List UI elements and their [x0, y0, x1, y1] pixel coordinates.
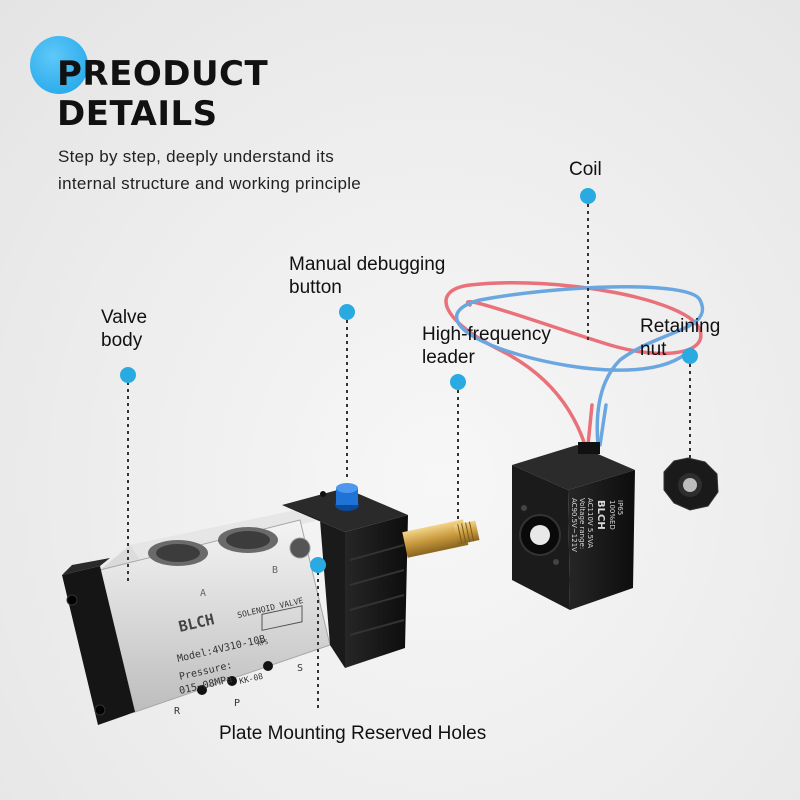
- coil-line2: Voltage range:: [578, 498, 586, 549]
- title-accent-dot: [30, 36, 88, 94]
- callout-dots: [120, 188, 698, 573]
- label-manual-line-2: button: [289, 277, 342, 298]
- coil-line5: IP65: [616, 500, 624, 515]
- coil-wires: [444, 281, 705, 447]
- manual-button: [335, 483, 359, 511]
- label-valve-line-2: body: [101, 330, 143, 351]
- label-manual-line-1: Manual debugging: [289, 254, 446, 275]
- subtitle: Step by step, deeply understand its inte…: [58, 143, 361, 197]
- coil-block: [512, 442, 635, 610]
- subtitle-line-1: Step by step, deeply understand its: [58, 147, 335, 166]
- valve-body: [62, 505, 331, 725]
- label-nut-line-1: Retaining: [640, 316, 721, 337]
- page-title: PREODUCT DETAILS: [57, 54, 268, 134]
- label-manual-debugging-button: Manual debugging button: [289, 253, 445, 299]
- port-a: A: [200, 588, 206, 599]
- label-leader-line-1: High-frequency: [422, 324, 551, 345]
- label-retaining-nut: Retaining nut: [640, 315, 720, 361]
- title-line-1: PREODUCT: [57, 54, 269, 94]
- callout-lines: [127, 204, 691, 712]
- label-valve-body: Valve body: [101, 306, 147, 352]
- coil-brand: BLCH: [595, 500, 606, 530]
- port-s: S: [297, 663, 303, 674]
- valve-rps: RPS: [257, 639, 270, 648]
- port-r: R: [174, 706, 181, 717]
- label-leader-line-2: leader: [422, 347, 475, 368]
- coil-line1: AC110V 5.5VA: [586, 498, 594, 548]
- label-valve-line-1: Valve: [101, 307, 148, 328]
- label-high-frequency-leader: High-frequency leader: [422, 323, 551, 369]
- coil-markings: BLCH AC110V 5.5VA Voltage range: AC90.5V…: [570, 498, 624, 552]
- subtitle-line-2: internal structure and working principle: [58, 174, 362, 193]
- title-line-2: DETAILS: [57, 94, 218, 134]
- retaining-nut: [663, 457, 719, 511]
- port-p: P: [234, 698, 240, 709]
- port-b: B: [272, 565, 278, 576]
- leader-tube: [402, 519, 480, 558]
- label-nut-line-2: nut: [640, 339, 667, 360]
- label-coil: Coil: [569, 159, 602, 180]
- label-plate-mounting-holes: Plate Mounting Reserved Holes: [219, 723, 487, 744]
- coil-line3: AC90.5V~121V: [570, 498, 578, 552]
- coil-line4: 100%ED: [608, 500, 616, 530]
